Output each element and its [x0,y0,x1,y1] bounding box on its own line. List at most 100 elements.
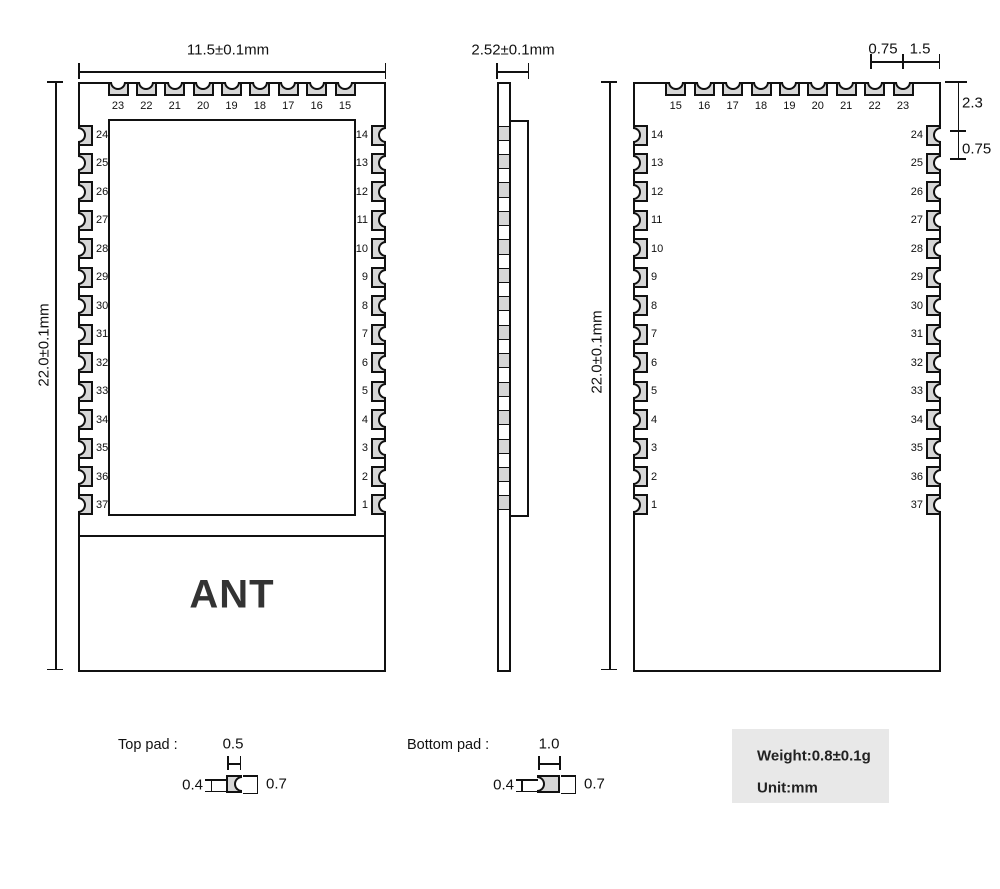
bottom-pad-diagram [537,775,560,793]
front-pin-label-18: 18 [253,100,266,112]
castellation-notch [166,82,183,90]
front-pin-label-10: 10 [355,242,368,255]
castellation-notch [78,155,86,172]
bracket-line [210,779,212,792]
front-pin-label-3: 3 [361,442,368,455]
front-pin-label-8: 8 [361,299,368,312]
bottom-pad-6 [633,352,648,374]
bottom-pin-label-34: 34 [910,413,923,426]
front-pin-label-31: 31 [96,328,109,341]
dim-tick [601,81,617,83]
bottom-pad-21 [835,82,857,96]
bottom-height-dim-line [609,82,611,669]
castellation-notch [753,82,769,90]
bottom-pad-22 [864,82,886,96]
front-pad-27 [78,209,93,231]
front-pad-10 [371,238,386,260]
bottom-pad-11 [633,209,648,231]
bottom-pin-label-2: 2 [651,470,658,483]
castellation-notch [933,440,941,457]
castellation-notch [633,326,641,343]
side-pad-cell [499,410,509,425]
side-pad-cell [499,353,509,368]
front-pad-9 [371,266,386,288]
castellation-notch [933,354,941,371]
castellation-notch [78,468,86,485]
bottom-pad-29 [926,266,941,288]
bottom-pin-label-10: 10 [651,242,664,255]
bottom-pad-4 [633,409,648,431]
front-pad-15 [334,82,356,96]
front-pad-12 [371,181,386,203]
front-pad-35 [78,437,93,459]
bottom-pin-label-26: 26 [910,185,923,198]
side-pad-cell [499,153,509,169]
dim-tick [561,792,576,794]
bottom-pad-13 [633,152,648,174]
castellation-notch [933,155,941,172]
bottom-pin-label-27: 27 [910,214,923,227]
front-pin-label-11: 11 [356,214,368,227]
weight-spec: Weight:0.8±0.1g [757,747,871,765]
castellation-notch [633,468,641,485]
castellation-notch [633,269,641,286]
bottom-pin-label-17: 17 [726,100,739,112]
side-pad-gap [499,139,509,154]
front-pin-label-5: 5 [361,385,368,398]
bottom-pad-33 [926,380,941,402]
castellation-notch [633,297,641,314]
pad-edge-dim-label: 1.5 [909,40,931,58]
antenna-area-label: ANT [189,572,275,617]
dim-tick [47,81,63,83]
bottom-pad-7 [633,323,648,345]
castellation-notch [696,82,713,90]
edge-to-pad-dim-label: 2.3 [962,94,983,112]
side-pad-cell [499,210,509,226]
side-pad-gap [499,225,509,239]
bottom-pad-25 [926,152,941,174]
front-height-dim-label: 22.0±0.1mm [35,303,53,387]
front-pin-label-36: 36 [96,470,109,483]
bottom-pin-label-14: 14 [651,129,664,141]
side-pad-cell [499,381,509,396]
front-pin-label-23: 23 [111,100,125,112]
side-pad-gap [499,367,509,381]
bottom-pin-label-13: 13 [651,157,664,170]
front-height-dim-line [55,82,57,669]
bottom-pin-label-5: 5 [651,385,658,398]
castellation-notch [223,82,240,90]
castellation-notch [78,440,86,457]
castellation-notch [378,468,386,485]
spec-info-box: Weight:0.8±0.1g Unit:mm [732,729,889,803]
side-pad-cell [499,267,509,283]
bottom-pad-19 [778,82,800,96]
dim-tick [47,668,63,670]
castellation-notch [378,183,386,200]
dim-tick [243,775,258,777]
castellation-notch [933,183,941,200]
bottom-pad-width-dim-line [538,763,560,765]
castellation-notch [78,269,86,286]
dim-tick [870,54,872,69]
front-pin-label-14: 14 [355,129,368,141]
side-pad-gap [499,395,509,410]
bottom-pin-label-31: 31 [910,328,923,341]
top-pad-width-label: 0.5 [222,735,244,753]
castellation-notch [78,212,86,229]
castellation-notch [933,127,941,143]
dim-tick [384,63,386,79]
bottom-pad-18 [750,82,772,96]
castellation-notch [378,127,386,143]
bottom-pin-label-30: 30 [910,299,923,312]
bottom-pin-label-18: 18 [754,100,768,112]
front-pin-label-2: 2 [361,470,368,483]
top-pad-notch-label: 0.4 [182,776,203,794]
bottom-pin-label-15: 15 [669,100,682,112]
dim-tick [205,790,228,792]
dim-tick [938,54,940,69]
bottom-pad-notch-label: 0.4 [493,776,514,794]
castellation-notch [78,354,86,371]
bottom-pad-35 [926,437,941,459]
front-pin-label-16: 16 [310,100,323,112]
top-pad-height-label: 0.7 [266,775,287,793]
